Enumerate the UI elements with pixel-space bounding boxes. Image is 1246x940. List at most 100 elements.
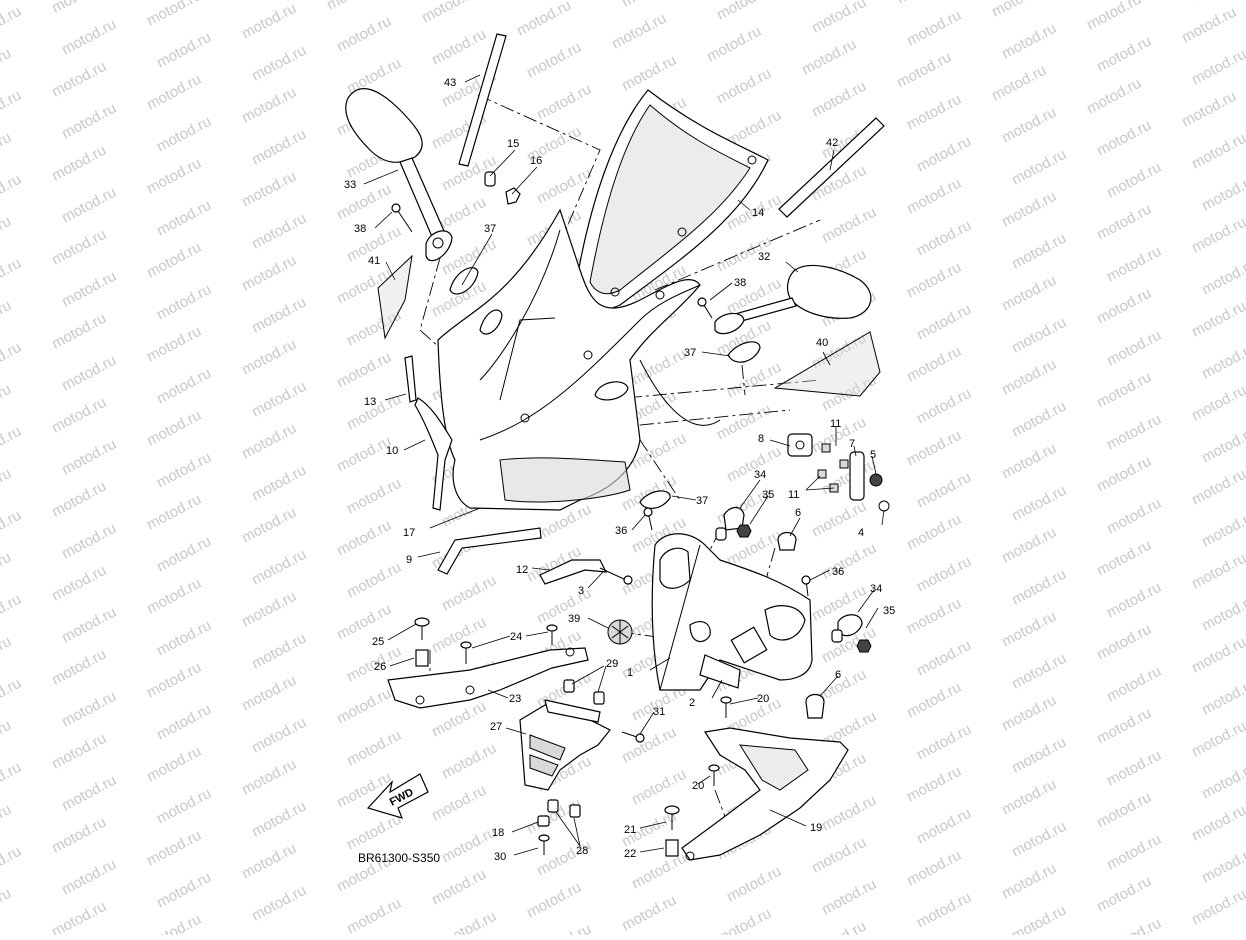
watermark-text: motod.ru <box>249 378 309 421</box>
watermark-text: motod.ru <box>609 10 669 53</box>
watermark-text: motod.ru <box>819 204 879 247</box>
watermark-text: motod.ru <box>239 0 299 43</box>
callout-label: 29 <box>606 658 618 670</box>
watermark-text: motod.ru <box>999 440 1059 483</box>
watermark-text: motod.ru <box>249 294 309 337</box>
watermark-text: motod.ru <box>229 0 289 1</box>
watermark-text: motod.ru <box>59 16 119 59</box>
watermark-text: motod.ru <box>49 226 109 269</box>
callout-label: 25 <box>372 636 384 648</box>
watermark-text: motod.ru <box>534 837 594 880</box>
watermark-text: motod.ru <box>154 449 214 492</box>
callout-label: 18 <box>492 827 504 839</box>
watermark-text: motod.ru <box>49 478 109 521</box>
watermark-text: motod.ru <box>439 908 499 935</box>
watermark-text: motod.ru <box>144 323 204 366</box>
watermark-text: motod.ru <box>0 171 24 214</box>
watermark-text: motod.ru <box>0 423 24 466</box>
watermark-text: motod.ru <box>999 608 1059 651</box>
watermark-text: motod.ru <box>1189 382 1246 425</box>
callout-label: 2 <box>689 697 695 709</box>
watermark-text: motod.ru <box>144 659 204 702</box>
watermark-text: motod.ru <box>514 0 574 40</box>
watermark-text: motod.ru <box>249 42 309 85</box>
watermark-text: motod.ru <box>799 36 859 79</box>
watermark-text: motod.ru <box>0 3 24 46</box>
watermark-text: motod.ru <box>334 685 394 728</box>
callout-label: 27 <box>490 721 502 733</box>
watermark-text: motod.ru <box>534 81 594 124</box>
watermark-text: motod.ru <box>999 104 1059 147</box>
watermark-text: motod.ru <box>334 349 394 392</box>
watermark-text: motod.ru <box>239 84 299 127</box>
watermark-text: motod.ru <box>819 540 879 583</box>
watermark-text: motod.ru <box>1189 550 1246 593</box>
watermark-text: motod.ru <box>524 879 584 922</box>
part-14-windscreen <box>574 89 769 310</box>
watermark-text: motod.ru <box>0 87 24 130</box>
watermark-text: motod.ru <box>629 766 689 809</box>
callout-label: 36 <box>615 525 627 537</box>
watermark-text: motod.ru <box>914 805 974 848</box>
part-27-lower-cover <box>519 699 611 791</box>
watermark-text: motod.ru <box>239 672 299 715</box>
callout-label: 8 <box>758 433 764 445</box>
watermark-text: motod.ru <box>429 782 489 825</box>
watermark-text: motod.ru <box>809 78 869 121</box>
watermark-text: motod.ru <box>344 475 404 518</box>
watermark-text: motod.ru <box>49 646 109 689</box>
watermark-text: motod.ru <box>334 13 394 56</box>
callout-label: 35 <box>883 605 895 617</box>
watermark-text: motod.ru <box>1104 579 1164 622</box>
watermark-text: motod.ru <box>914 217 974 260</box>
watermark-text: motod.ru <box>1094 453 1154 496</box>
watermark-text: motod.ru <box>144 491 204 534</box>
watermark-text: motod.ru <box>0 465 14 508</box>
watermark-text: motod.ru <box>1199 424 1246 467</box>
callout-label: 33 <box>344 179 356 191</box>
callout-label: 22 <box>624 848 636 860</box>
watermark-text: motod.ru <box>249 798 309 841</box>
watermark-text: motod.ru <box>0 885 14 928</box>
part-24-25-26-fasteners <box>414 617 558 667</box>
callout-label: 26 <box>374 661 386 673</box>
watermark-text: motod.ru <box>239 420 299 463</box>
watermark-text: motod.ru <box>1189 46 1246 89</box>
watermark-text: motod.ru <box>904 175 964 218</box>
watermark-text: motod.ru <box>0 339 24 382</box>
watermark-text: motod.ru <box>809 834 869 877</box>
watermark-text: motod.ru <box>1094 33 1154 76</box>
watermark-text: motod.ru <box>249 630 309 673</box>
watermark-text: motod.ru <box>0 549 14 592</box>
watermark-text: motod.ru <box>344 895 404 935</box>
callout-label: 14 <box>752 207 764 219</box>
watermark-text: motod.ru <box>1189 130 1246 173</box>
watermark-text: motod.ru <box>1009 734 1069 777</box>
watermark-text: motod.ru <box>154 197 214 240</box>
watermark-text: motod.ru <box>904 427 964 470</box>
part-9-strip <box>437 527 542 575</box>
watermark-text: motod.ru <box>999 524 1059 567</box>
watermark-text: motod.ru <box>1199 760 1246 803</box>
watermark-text: motod.ru <box>0 213 14 256</box>
watermark-text: motod.ru <box>344 559 404 602</box>
callout-label: 41 <box>368 255 380 267</box>
watermark-text: motod.ru <box>1199 508 1246 551</box>
watermark-text: motod.ru <box>1084 75 1144 118</box>
watermark-text: motod.ru <box>1189 214 1246 257</box>
watermark-text: motod.ru <box>1094 621 1154 664</box>
part-39-emblem <box>607 619 633 645</box>
watermark-text: motod.ru <box>1084 0 1144 34</box>
watermark-text: motod.ru <box>809 918 869 935</box>
watermark-text: motod.ru <box>619 892 679 935</box>
watermark-text: motod.ru <box>59 352 119 395</box>
part-43-strip <box>458 33 507 167</box>
watermark-text: motod.ru <box>49 58 109 101</box>
watermark-text: motod.ru <box>1009 902 1069 935</box>
watermark-text: motod.ru <box>534 585 594 628</box>
watermark-text: motod.ru <box>1189 634 1246 677</box>
watermark-text: motod.ru <box>144 911 204 935</box>
watermark-text: motod.ru <box>1094 285 1154 328</box>
